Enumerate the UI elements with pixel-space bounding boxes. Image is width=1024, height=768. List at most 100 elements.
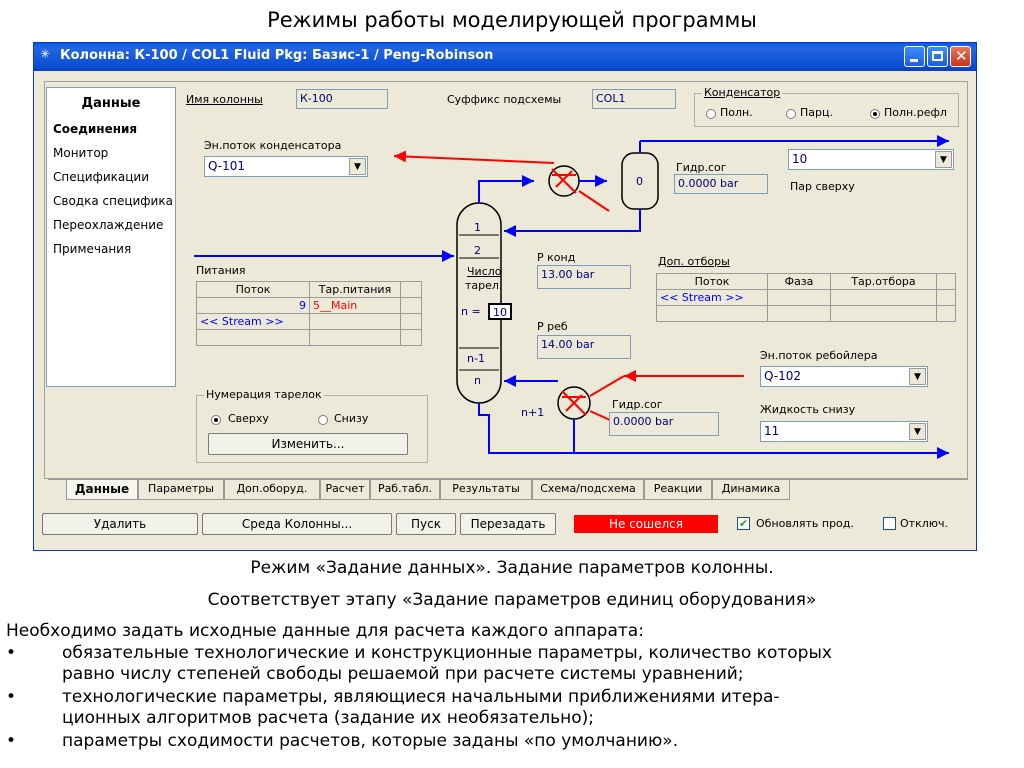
numbering-top-label: Сверху xyxy=(228,412,269,425)
feed-stream-cell[interactable]: 9 xyxy=(196,297,310,314)
maximize-button[interactable] xyxy=(927,46,948,67)
condenser-total-radio[interactable] xyxy=(706,109,716,119)
tab-strip-line xyxy=(48,479,968,480)
stage-n-label: n xyxy=(474,374,481,387)
table-row: << Stream >> xyxy=(196,313,422,330)
disable-checkbox[interactable] xyxy=(883,517,896,530)
intro-text: Необходимо задать исходные данные для ра… xyxy=(6,621,644,641)
subscheme-suffix-input[interactable]: COL1 xyxy=(592,89,676,109)
vapor-top-label: Пар сверху xyxy=(790,180,855,193)
p-reb-label: Р реб xyxy=(537,320,568,333)
tab-flowsheet[interactable]: Схема/подсхема xyxy=(532,480,644,500)
condenser-dp-label: Гидр.сог xyxy=(676,161,727,174)
nav-header: Данные xyxy=(81,96,141,111)
feed-new-stream-cell[interactable]: << Stream >> xyxy=(196,313,310,330)
numbering-bottom-radio[interactable] xyxy=(318,415,328,425)
bullet-dot: • xyxy=(6,687,17,707)
nav-item-specs[interactable]: Спецификации xyxy=(53,170,149,184)
delete-button[interactable]: Удалить xyxy=(42,513,198,535)
nav-item-monitor[interactable]: Монитор xyxy=(53,146,109,160)
slide-title: Режимы работы моделирующей программы xyxy=(267,8,757,32)
reboiler-energy-label: Эн.поток ребойлера xyxy=(760,349,878,362)
nav-item-connections[interactable]: Соединения xyxy=(53,122,138,136)
condenser-energy-line xyxy=(393,150,555,164)
close-icon: ✕ xyxy=(955,47,968,65)
run-button[interactable]: Пуск xyxy=(396,513,456,535)
condenser-stage-label: 0 xyxy=(636,175,643,188)
condenser-partial-radio[interactable] xyxy=(786,109,796,119)
feeds-header-stage: Тар.питания xyxy=(309,281,401,298)
caption-line-2: Соответствует этапу «Задание параметров … xyxy=(207,590,817,610)
table-row xyxy=(656,305,956,322)
stage-count-input[interactable]: 10 xyxy=(488,303,512,320)
tab-results[interactable]: Результаты xyxy=(440,480,532,500)
reboiler-energy-select[interactable]: Q-102 ▼ xyxy=(760,366,928,387)
column-name-input[interactable]: К-100 xyxy=(296,89,388,109)
update-products-checkbox[interactable]: ✔ xyxy=(737,517,750,530)
tab-parameters[interactable]: Параметры xyxy=(138,480,224,500)
draws-header-stream: Поток xyxy=(656,273,768,290)
reflux-line xyxy=(504,209,641,237)
column-flowsheet xyxy=(194,135,949,459)
window-title: Колонна: К-100 / COL1 Fluid Pkg: Базис-1… xyxy=(60,48,494,63)
overhead-vapor-line xyxy=(478,175,534,203)
caption-line-1: Режим «Задание данных». Задание параметр… xyxy=(250,558,774,578)
p-cond-label: Р конд xyxy=(537,251,576,264)
nav-item-subcooling[interactable]: Переохлаждение xyxy=(53,218,164,232)
stage-n-plus-1-label: n+1 xyxy=(521,406,545,419)
bullet-2-line-2: ционных алгоритмов расчета (задание их н… xyxy=(62,708,594,728)
chevron-down-icon: ▼ xyxy=(909,368,926,385)
vapor-top-select[interactable]: 10 ▼ xyxy=(788,149,954,170)
stage-count-label-2: тарел. xyxy=(465,279,503,292)
p-reb-input[interactable]: 14.00 bar xyxy=(537,335,631,359)
column-window: ✳ Колонна: К-100 / COL1 Fluid Pkg: Базис… xyxy=(33,42,977,551)
draws-header-phase: Фаза xyxy=(767,273,831,290)
condenser-partial-label: Парц. xyxy=(800,106,833,119)
condenser-dp-input[interactable]: 0.0000 bar xyxy=(674,174,768,194)
reboiler-energy-value: Q-102 xyxy=(764,369,802,383)
p-cond-input[interactable]: 13.00 bar xyxy=(537,265,631,289)
nav-item-spec-summary[interactable]: Сводка специфика xyxy=(53,194,173,208)
liquid-bottom-select[interactable]: 11▼ xyxy=(760,421,928,442)
column-environment-button[interactable]: Среда Колонны... xyxy=(202,513,392,535)
change-numbering-button[interactable]: Изменить... xyxy=(208,433,408,455)
reset-button[interactable]: Перезадать xyxy=(460,513,556,535)
bullet-3-line-1: параметры сходимости расчетов, которые з… xyxy=(62,731,679,751)
update-products-label: Обновлять прод. xyxy=(756,517,854,530)
nav-item-notes[interactable]: Примечания xyxy=(53,242,132,256)
vapor-top-value: 10 xyxy=(792,152,808,166)
stage-n-minus-1-label: n-1 xyxy=(467,352,485,365)
tab-calculation[interactable]: Расчет xyxy=(320,480,370,500)
bottoms-line xyxy=(478,403,949,459)
table-row: << Stream >> xyxy=(656,289,956,306)
numbering-top-radio[interactable] xyxy=(211,415,221,425)
tab-worksheet[interactable]: Раб.табл. xyxy=(370,480,440,500)
condenser-total-label: Полн. xyxy=(720,106,753,119)
numbering-bottom-label: Снизу xyxy=(334,412,369,425)
numbering-group-title: Нумерация тарелок xyxy=(204,388,324,401)
reboiler-dp-label: Гидр.сог xyxy=(612,398,663,411)
minimize-button[interactable] xyxy=(904,46,925,67)
reboiler-dp-input[interactable]: 0.0000 bar xyxy=(609,412,719,436)
liquid-bottom-label: Жидкость снизу xyxy=(760,403,856,416)
draws-header-stage: Тар.отбора xyxy=(830,273,937,290)
tab-data[interactable]: Данные xyxy=(66,480,138,500)
title-bar[interactable]: ✳ Колонна: К-100 / COL1 Fluid Pkg: Базис… xyxy=(34,43,976,71)
condenser-energy-value: Q-101 xyxy=(208,159,246,173)
tab-reactions[interactable]: Реакции xyxy=(644,480,712,500)
draw-new-stream-cell[interactable]: << Stream >> xyxy=(656,289,768,306)
condenser-energy-select[interactable]: Q-101▼ xyxy=(204,156,368,177)
side-draws-label: Доп. отборы xyxy=(658,255,730,268)
bullet-2-line-1: технологические параметры, являющиеся на… xyxy=(62,687,780,707)
feed-stage-cell[interactable]: 5__Main xyxy=(309,297,401,314)
feeds-label: Питания xyxy=(196,264,246,277)
tab-extra-equipment[interactable]: Доп.оборуд. xyxy=(224,480,320,500)
close-button[interactable]: ✕ xyxy=(950,46,971,67)
stage-second-label: 2 xyxy=(474,244,481,257)
bullet-1-line-1: обязательные технологические и конструкц… xyxy=(62,643,832,663)
condenser-full-reflux-radio[interactable] xyxy=(870,109,880,119)
chevron-down-icon: ▼ xyxy=(935,151,952,168)
tab-dynamics[interactable]: Динамика xyxy=(712,480,790,500)
